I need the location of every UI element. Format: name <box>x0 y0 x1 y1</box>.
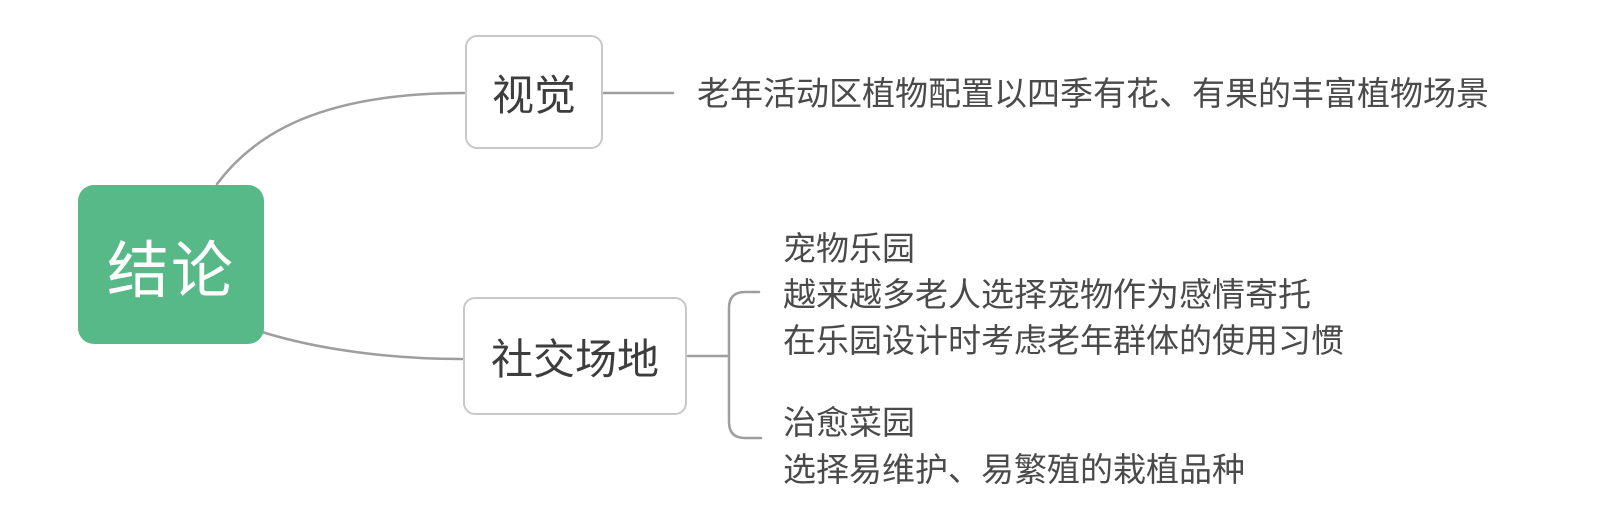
connector-root-to-visual <box>215 91 466 186</box>
topic-healing-garden[interactable]: 治愈菜园 选择易维护、易繁殖的栽植品种 <box>783 399 1245 493</box>
bracket-social-topics <box>727 290 763 440</box>
topic-line: 越来越多老人选择宠物作为感情寄托 <box>783 276 1311 313</box>
branch-node-social-venue-label: 社交场地 <box>490 335 659 383</box>
branch-node-social-venue[interactable]: 社交场地 <box>463 297 687 415</box>
topic-line: 选择易维护、易繁殖的栽植品种 <box>783 451 1245 488</box>
root-node-label: 结论 <box>106 236 235 306</box>
connector-root-to-social <box>260 330 464 361</box>
topic-line: 老年活动区植物配置以四季有花、有果的丰富植物场景 <box>697 75 1489 112</box>
topic-pet-paradise[interactable]: 宠物乐园 越来越多老人选择宠物作为感情寄托 在乐园设计时考虑老年群体的使用习惯 <box>783 226 1344 364</box>
branch-node-visual[interactable]: 视觉 <box>465 35 603 149</box>
topic-line: 治愈菜园 <box>783 404 915 441</box>
topic-line: 宠物乐园 <box>783 230 915 267</box>
topic-line: 在乐园设计时考虑老年群体的使用习惯 <box>783 322 1344 359</box>
topic-visual-plant-config[interactable]: 老年活动区植物配置以四季有花、有果的丰富植物场景 <box>697 76 1489 112</box>
branch-node-visual-label: 视觉 <box>491 71 576 119</box>
root-node-conclusion[interactable]: 结论 <box>78 185 264 344</box>
